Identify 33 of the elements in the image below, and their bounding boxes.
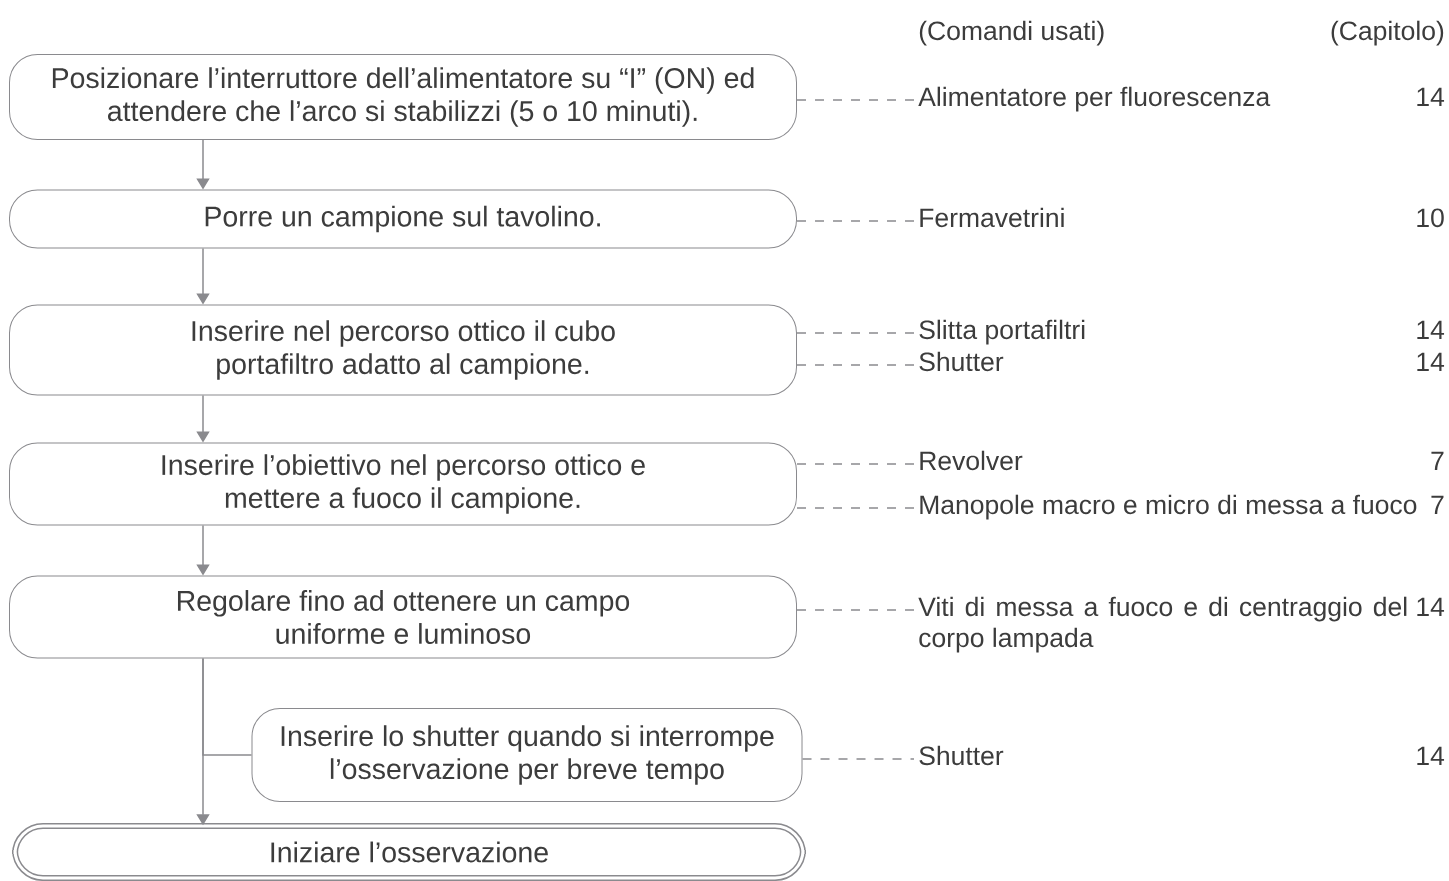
leader-line	[796, 364, 915, 366]
leader-line	[796, 609, 915, 611]
chapter-number: 14	[1417, 597, 1445, 616]
chapter-number: 7	[1431, 451, 1444, 470]
process-box: Porre un campione sul tavolino.	[9, 189, 797, 249]
leader-line	[796, 507, 915, 509]
chapter-number: 14	[1417, 746, 1445, 765]
chapter-number: 14	[1417, 352, 1445, 371]
control-name: Alimentatore per fluorescenza	[918, 86, 1271, 112]
chapter-number: 14	[1417, 87, 1445, 106]
control-name: Slitta portafiltri	[919, 319, 1085, 345]
control-name: Shutter	[919, 745, 1004, 766]
terminal-box: Iniziare l’osservazione	[12, 823, 806, 881]
leader-line	[796, 332, 915, 334]
column-header: (Comandi usati)	[919, 20, 1104, 46]
leader-line	[796, 99, 915, 101]
leader-line	[796, 463, 915, 465]
control-name: Manopole macro e micro di messa a fuoco	[920, 494, 1417, 520]
process-box: Inserire nel percorso ottico il cubo portafiltro adatto al campione.	[9, 304, 797, 396]
control-name: Shutter	[919, 351, 1004, 372]
process-box: Inserire l’obiettivo nel percorso ottico e mettere a fuoco il campione.	[9, 442, 797, 526]
chapter-number: 14	[1417, 320, 1445, 339]
column-header: (Capitolo)	[1331, 20, 1444, 46]
leader-line	[801, 758, 915, 760]
process-box: Posizionare l’interruttore dell’alimentatore su “I” (ON) ed attendere che l’arco si stabilizzi (5 o 10 minuti).	[9, 54, 797, 140]
control-name: Revolver	[920, 450, 1023, 471]
control-name: Viti di messa a fuoco e di centraggio del corpo lampada	[918, 596, 1407, 653]
process-box: Inserire lo shutter quando si interrompe l’osservazione per breve tempo	[251, 708, 803, 802]
chapter-number: 7	[1431, 495, 1444, 514]
leader-line	[796, 220, 915, 222]
control-name: Fermavetrini	[920, 207, 1064, 228]
process-box: Regolare fino ad ottenere un campo uniforme e luminoso	[9, 575, 797, 659]
chapter-number: 10	[1417, 208, 1444, 228]
